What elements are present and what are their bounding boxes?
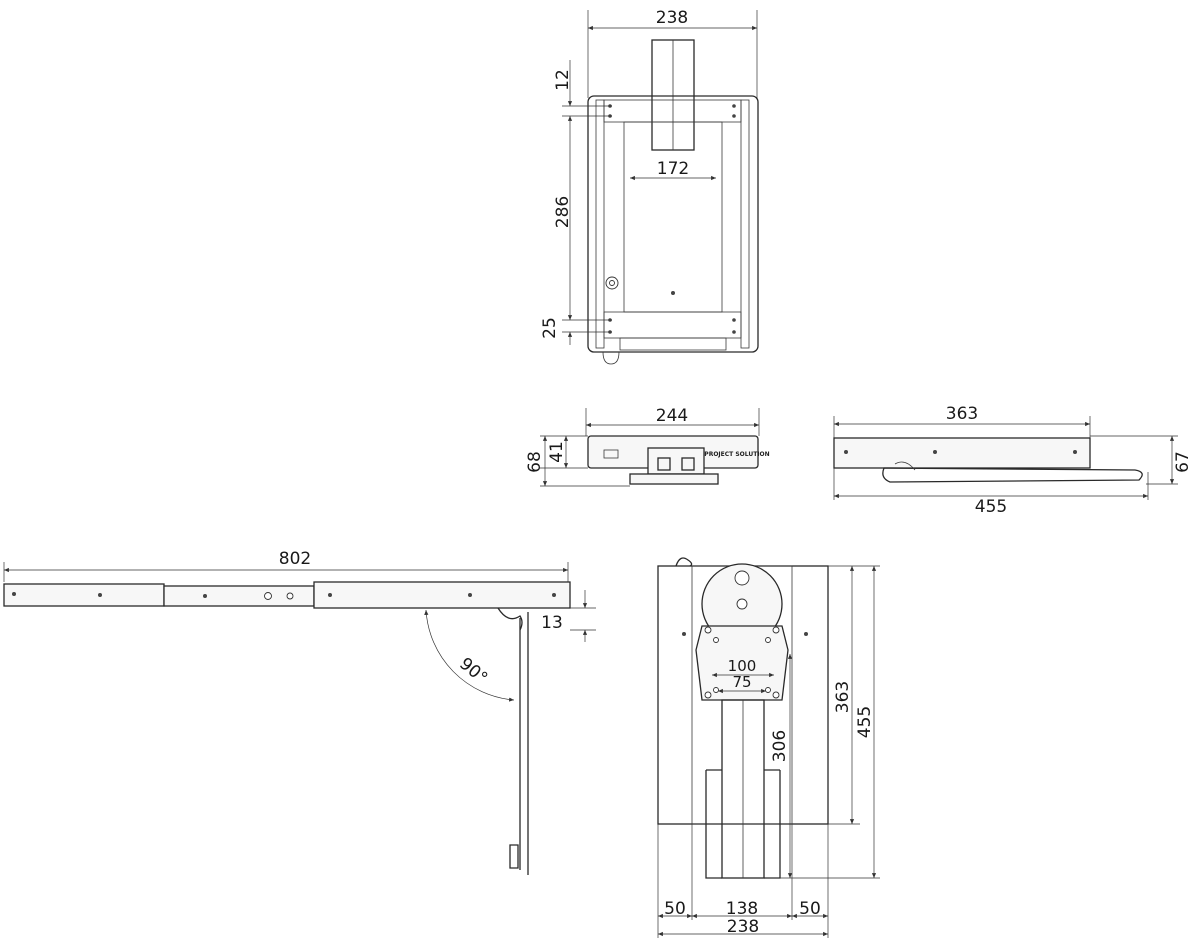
bottom-total-length-label: 455 (855, 706, 875, 738)
brand-label: PROJECT SOLUTION (704, 451, 769, 458)
top-width-label: 238 (656, 8, 688, 28)
extended-offset-label: 13 (541, 613, 563, 633)
angle-label: 90° (455, 654, 491, 689)
top-view: 238 172 12 286 (540, 8, 759, 365)
bottom-offset-label: 25 (540, 317, 560, 339)
side-extended-label: 455 (975, 497, 1007, 517)
side-height-label: 67 (1173, 451, 1193, 473)
side-view: 363 455 67 (833, 404, 1193, 517)
right-margin-label: 50 (799, 899, 821, 919)
center-width-label: 138 (726, 899, 758, 919)
top-height-label: 286 (553, 196, 573, 228)
bottom-length-label: 363 (833, 681, 853, 713)
side-length-label: 363 (946, 404, 978, 424)
top-inner-width-label: 172 (657, 159, 689, 179)
extended-length-label: 802 (279, 549, 311, 569)
vesa-inner-label: 75 (732, 673, 751, 691)
vesa-outer-label: 100 (728, 657, 757, 675)
front-height-label: 68 (525, 451, 545, 473)
extended-view: 802 90° 13 (3, 549, 596, 875)
front-body-height-label: 41 (547, 441, 567, 463)
left-margin-label: 50 (664, 899, 686, 919)
front-width-label: 244 (656, 406, 688, 426)
bottom-view: 100 75 306 363 455 50 138 50 238 (657, 557, 880, 938)
bottom-total-width-label: 238 (727, 917, 759, 937)
top-offset-label: 12 (553, 69, 573, 91)
front-view: 244 PROJECT SOLUTION 68 41 (525, 406, 770, 487)
travel-label: 306 (770, 730, 790, 762)
